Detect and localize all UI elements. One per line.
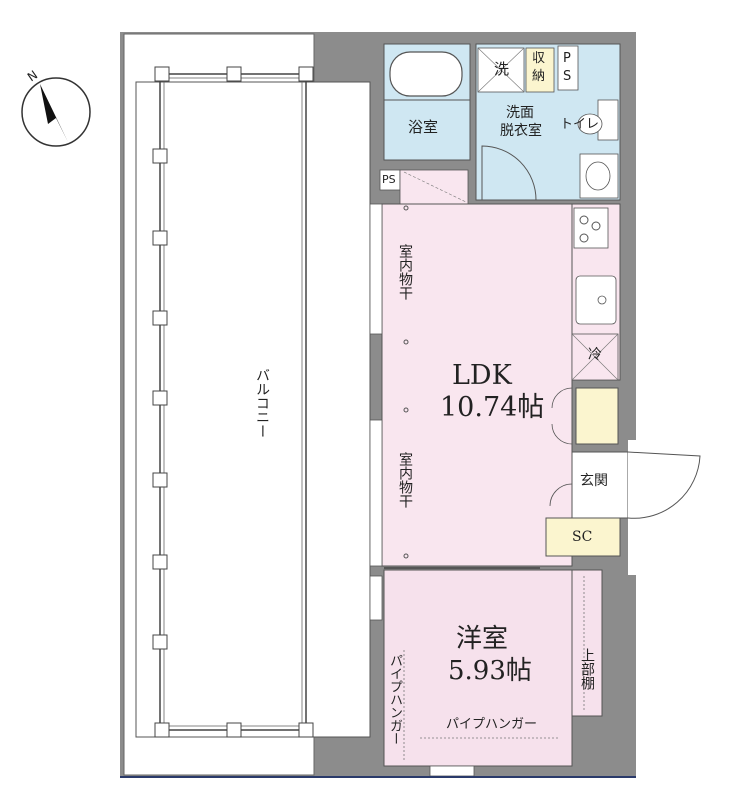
rail-post [298,66,314,82]
rail-post [298,722,314,738]
storage-label-2: 納 [532,69,546,84]
rail-post [152,310,168,326]
hall-door-line [403,171,467,203]
entrance-door [627,451,701,519]
burner-icon-3 [579,233,589,243]
western-name: 洋室 [456,624,509,654]
ps-top-label-1: P [563,51,571,66]
rail-post [152,634,168,650]
ldk-size: 10.74帖 [440,392,545,423]
cupboard-door [551,387,573,445]
shoe-closet-label: SC [572,529,593,545]
toilet-label: トイレ [560,117,600,132]
inner-door-swing [549,483,573,507]
rail-post [152,554,168,570]
western-room-ext [571,569,603,717]
indoor-dry-label-2: 室内物干 [397,452,413,508]
rail-post [154,66,170,82]
western-size: 5.93帖 [448,656,532,686]
cupboard [575,387,619,445]
rail-post [152,230,168,246]
upper-shelf-label: 上部棚 [579,648,595,690]
window-ldk-2 [369,419,383,567]
shoe-closet-box [545,517,621,557]
burner-icon-1 [579,215,589,225]
burner-icon-2 [591,221,601,231]
bath-label: 浴室 [408,118,439,136]
ps-small-label: PS [382,173,396,186]
washroom-label-2: 脱衣室 [500,123,542,139]
rail-post [152,472,168,488]
bathtub-icon [389,51,463,97]
stove-icon [573,207,609,249]
washroom-door [481,145,537,201]
indoor-dry-label-1: 室内物干 [397,244,413,300]
fridge-cross-icon-b [571,333,619,381]
ldk-room [381,203,573,567]
window-ldk-1 [369,203,383,335]
basin-icon [585,161,611,191]
rail-post [152,148,168,164]
window-western [369,575,383,621]
pipe-hanger-left-label: パイプハンガー [387,654,402,745]
lower-right-wall [620,575,636,777]
drying-pole-dot [403,339,409,345]
rail-post [154,722,170,738]
pipe-hanger-bottom-label: パイプハンガー [446,717,538,732]
drying-pole-dot [403,205,409,211]
rail-post [226,66,242,82]
washer-cross-icon-b [477,47,525,93]
storage-closet [525,47,555,93]
bottom-window [429,765,475,777]
balcony-rail-posts [152,66,314,738]
drying-pole-dot [403,553,409,559]
balcony-floor [135,81,371,738]
washroom-label-1: 洗面 [506,105,534,121]
entrance-area [571,451,629,519]
balcony-label: バルコニー [254,368,270,438]
storage-label-1: 収 [532,51,546,66]
ps-top-label-2: S [563,69,572,84]
drying-pole-dot [403,407,409,413]
fridge-label: 冷 [588,347,602,363]
north-arrow-icon [21,77,91,147]
rail-post [226,722,242,738]
toilet-icon [577,113,603,135]
pipe-space-top [557,45,579,91]
sink-icon [575,275,617,325]
entrance-label: 玄関 [580,473,608,489]
ldk-name: LDK [452,360,512,391]
washer-label: 洗 [494,60,510,78]
hall-entry [399,169,469,205]
rail-post [152,390,168,406]
sink-drain-icon [597,295,607,305]
